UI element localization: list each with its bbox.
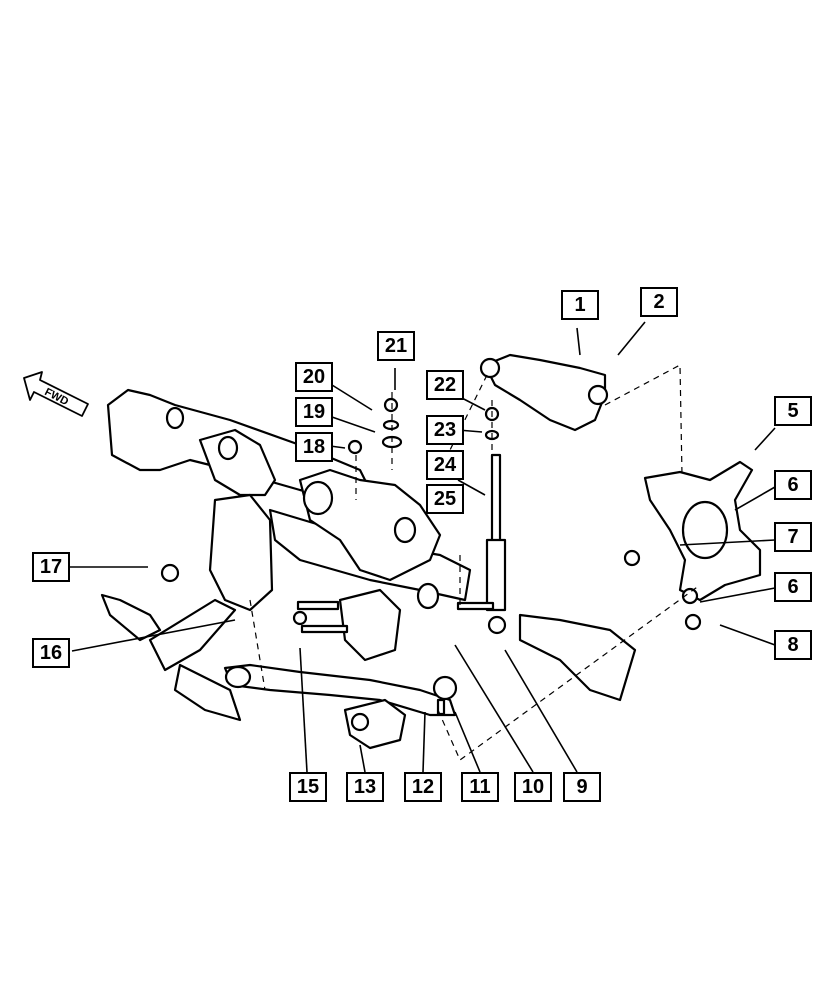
callout-13[interactable]: 13 [346,772,384,802]
frame-rail [100,388,372,722]
arrow-icon: FWD [23,371,89,417]
callout-6-lower[interactable]: 6 [774,572,812,602]
callout-18[interactable]: 18 [295,432,333,462]
assembly-lines [249,364,701,761]
steering-knuckle [643,460,762,605]
callout-25[interactable]: 25 [426,484,464,514]
callout-16[interactable]: 16 [32,638,70,668]
callout-17[interactable]: 17 [32,552,70,582]
callout-5[interactable]: 5 [774,396,812,426]
crossmember [268,468,637,702]
callout-11[interactable]: 11 [461,772,499,802]
callout-20[interactable]: 20 [295,362,333,392]
callout-19[interactable]: 19 [295,397,333,427]
lower-control-arm [223,663,458,750]
shock-absorber [484,406,507,635]
fwd-label: FWD [43,386,71,408]
leader-lines [70,321,776,773]
callout-15[interactable]: 15 [289,772,327,802]
callout-24[interactable]: 24 [426,450,464,480]
hardware [160,397,702,716]
callout-10[interactable]: 10 [514,772,552,802]
callout-8[interactable]: 8 [774,630,812,660]
callout-22[interactable]: 22 [426,370,464,400]
callout-21[interactable]: 21 [377,331,415,361]
callout-12[interactable]: 12 [404,772,442,802]
callout-2[interactable]: 2 [640,287,678,317]
upper-control-arm [479,353,609,432]
callout-1[interactable]: 1 [561,290,599,320]
forward-direction-indicator: FWD [22,370,92,420]
callout-23[interactable]: 23 [426,415,464,445]
callout-6-upper[interactable]: 6 [774,470,812,500]
callout-7[interactable]: 7 [774,522,812,552]
callout-9[interactable]: 9 [563,772,601,802]
